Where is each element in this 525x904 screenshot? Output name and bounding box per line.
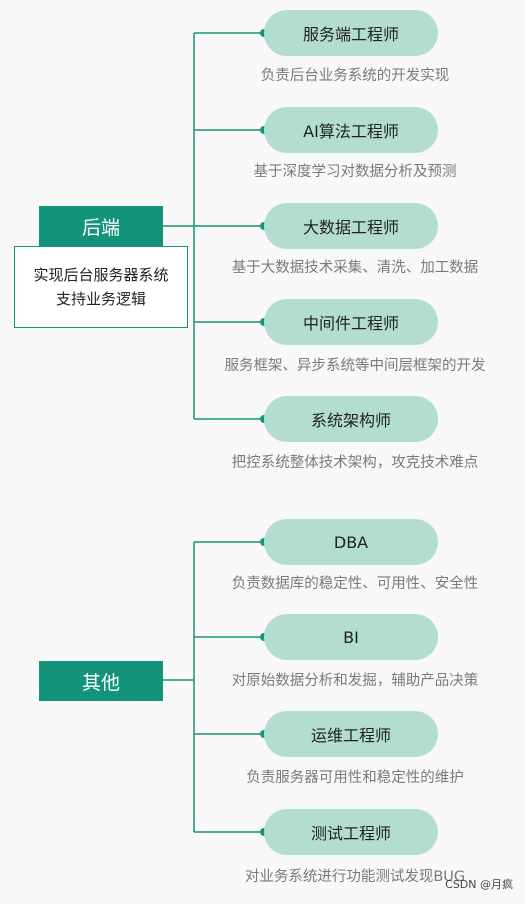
role-bigdata-engineer: 大数据工程师 (264, 203, 438, 249)
role-bi: BI (264, 614, 438, 660)
role-ops-engineer: 运维工程师 (264, 711, 438, 757)
role-bi-desc: 对原始数据分析和发掘，辅助产品决策 (231, 673, 479, 689)
backend-description: 实现后台服务器系统 支持业务逻辑 (14, 246, 188, 328)
role-middleware-engineer-desc: 服务框架、异步系统等中间层框架的开发 (224, 358, 486, 374)
category-other: 其他 (39, 661, 163, 701)
role-bigdata-engineer-desc: 基于大数据技术采集、清洗、加工数据 (231, 260, 479, 276)
role-ops-engineer-desc: 负责服务器可用性和稳定性的维护 (246, 770, 464, 786)
role-test-engineer-desc: 对业务系统进行功能测试发现BUG (244, 869, 466, 885)
category-backend: 后端 (39, 206, 163, 246)
role-system-architect-desc: 把控系统整体技术架构，攻克技术难点 (231, 455, 479, 471)
watermark: CSDN @月疯 (445, 878, 513, 891)
role-test-engineer: 测试工程师 (264, 809, 438, 855)
role-ai-engineer-desc: 基于深度学习对数据分析及预测 (253, 164, 457, 180)
role-server-engineer: 服务端工程师 (264, 10, 438, 56)
role-dba-desc: 负责数据库的稳定性、可用性、安全性 (231, 576, 479, 592)
role-server-engineer-desc: 负责后台业务系统的开发实现 (260, 68, 450, 84)
role-middleware-engineer: 中间件工程师 (264, 299, 438, 345)
backend-description-line-1: 实现后台服务器系统 (33, 266, 169, 284)
backend-description-line-2: 支持业务逻辑 (55, 290, 146, 308)
role-system-architect: 系统架构师 (264, 396, 438, 442)
role-ai-engineer: AI算法工程师 (264, 107, 438, 153)
role-dba: DBA (264, 519, 438, 565)
